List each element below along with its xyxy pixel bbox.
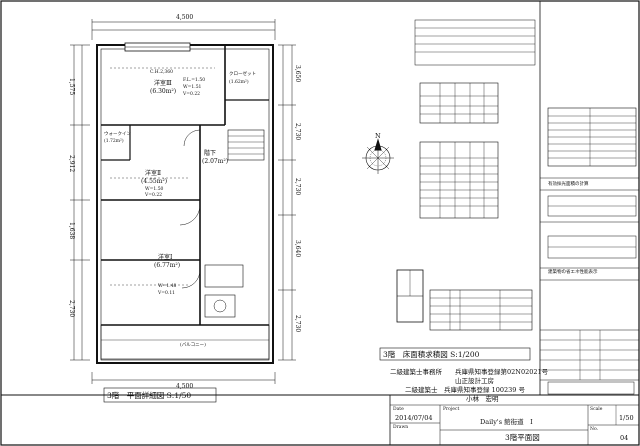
- room-area: (1.72m²): [104, 139, 124, 144]
- room-spec: C.H.2,360: [150, 70, 173, 75]
- dim-right-1: 3,650: [294, 65, 301, 83]
- room-name: 洋室Ⅰ: [158, 254, 173, 261]
- room-name: クローゼット: [229, 72, 256, 77]
- dim-bottom: 4,500: [176, 383, 194, 390]
- dim-right-4: 3,640: [294, 240, 301, 258]
- north-arrow: [362, 138, 394, 174]
- room-area: (6.77m²): [154, 262, 181, 269]
- detail-caption: 3階 平面詳細図 S:1/50: [107, 391, 192, 400]
- architect-name: 小林 宏明: [466, 395, 499, 403]
- room-spec: W=1.48: [158, 284, 177, 289]
- room-area: (1.62m²): [229, 80, 249, 85]
- floor-plan: [70, 19, 296, 384]
- architect-registration: 二級建築士 兵庫県知事登録 100239 号: [405, 386, 525, 394]
- dim-right-2: 2,730: [294, 123, 301, 141]
- floor-area-caption: 3階 床面積求積図 S:1/200: [383, 350, 480, 359]
- room-spec: F.L.=1.50: [183, 78, 206, 83]
- dim-left-1: 1,575: [68, 78, 75, 96]
- room-spec: W=1.50: [145, 187, 164, 192]
- north-label: N: [375, 132, 381, 140]
- dim-left-2: 2,912: [68, 155, 75, 173]
- dim-top: 4,500: [176, 14, 194, 21]
- room-name: ウォークイン: [104, 132, 131, 137]
- room-spec: W=1.51: [183, 85, 202, 90]
- room-spec: V=0.11: [158, 291, 176, 296]
- drawing-title: 3階平面図: [505, 433, 540, 442]
- office-registration: 二級建築士事務所 兵庫県知事登録第02N02021号: [390, 368, 549, 376]
- room-area: (2.07m²): [202, 158, 229, 165]
- room-name: 階下: [204, 150, 217, 157]
- date-label: Date: [393, 407, 404, 412]
- scale-label: Scale: [590, 407, 603, 412]
- scale-value: 1/50: [619, 414, 634, 422]
- room-area: (6.30m²): [150, 88, 177, 95]
- office-name: 山正設計工房: [455, 377, 494, 385]
- project-label: Project: [443, 407, 460, 412]
- date-value: 2014/07/04: [395, 414, 433, 422]
- room-spec: V=0.22: [183, 92, 201, 97]
- area-tables: [362, 19, 536, 361]
- balcony-label: (バルコニー): [180, 343, 206, 348]
- title-block: [1, 387, 639, 445]
- room-spec: V=0.22: [145, 193, 163, 198]
- sheet-label: No.: [590, 427, 598, 432]
- memo-label: 建築物の省エネ性能表示: [548, 270, 598, 275]
- project-name: Daily's 館街道 Ⅰ: [480, 418, 533, 426]
- room-area: (4.55m²): [141, 178, 168, 185]
- window-area-label: 有効採光面積の計算: [548, 182, 589, 187]
- spec-panel: [540, 107, 639, 395]
- room-name: 洋室Ⅱ: [145, 170, 162, 177]
- dim-right-5: 2,730: [294, 315, 301, 333]
- dim-right-3: 2,730: [294, 178, 301, 196]
- drawn-label: Drawn: [393, 425, 409, 430]
- sheet-number: 04: [620, 434, 629, 442]
- dim-left-3: 1,638: [68, 222, 75, 240]
- room-name: 洋室Ⅲ: [154, 80, 172, 87]
- dim-left-4: 2,730: [68, 300, 75, 318]
